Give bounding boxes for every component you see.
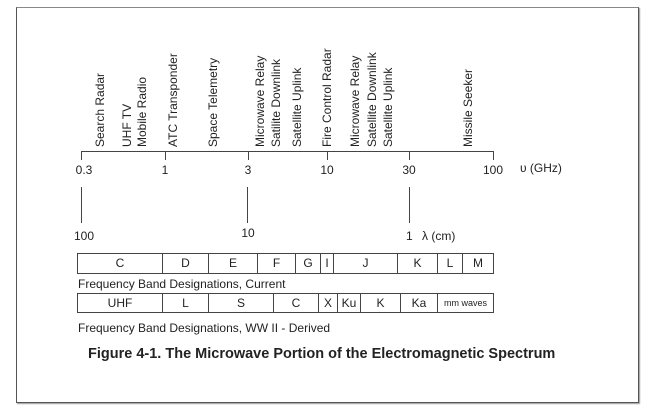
band-cell: F <box>258 254 296 273</box>
wavelength-label: 1 <box>406 229 413 243</box>
band-cell: C <box>78 254 163 273</box>
band-cell: Ka <box>401 294 438 312</box>
band-cell: mm waves <box>443 298 487 308</box>
band-cell: L <box>163 294 209 312</box>
app-label: Satellite Downlink <box>365 52 379 147</box>
band-cell: UHF <box>78 294 163 312</box>
axis-tick <box>248 151 249 160</box>
band-cell: E <box>209 254 258 273</box>
axis-line <box>81 151 494 152</box>
tick-label: 3 <box>244 163 252 177</box>
app-label: Space Telemetry <box>206 57 220 147</box>
wavelength-label: 100 <box>73 229 95 243</box>
app-label: Fire Control Radar <box>320 48 334 147</box>
figure-title: Figure 4-1. The Microwave Portion of the… <box>88 346 556 362</box>
app-label: Satilite Downlink <box>269 58 283 147</box>
band-cell: Ku <box>338 294 361 312</box>
app-label: Satellite Uplink <box>290 67 304 147</box>
band-cell: D <box>163 254 209 273</box>
app-label: UHF TV <box>120 103 134 147</box>
frequency-unit: υ (GHz) <box>520 161 562 175</box>
app-label: Missile Seeker <box>461 68 475 147</box>
band-cell: M <box>473 256 483 270</box>
figure-frame <box>16 7 639 403</box>
tick-label: 1 <box>161 163 169 177</box>
wavelength-marker <box>247 187 248 223</box>
axis-tick <box>327 151 328 160</box>
band-cell: L <box>438 254 463 273</box>
app-label: Satellite Uplink <box>381 67 395 147</box>
axis-tick <box>81 151 82 160</box>
tick-label: 0.3 <box>75 163 93 177</box>
band-cell: J <box>334 254 398 273</box>
tick-label: 10 <box>320 163 334 177</box>
band-cell: K <box>361 294 401 312</box>
band-cell: K <box>398 254 438 273</box>
tick-label: 100 <box>482 163 504 177</box>
band-cell: S <box>209 294 274 312</box>
axis-tick <box>165 151 166 160</box>
band-cell: X <box>319 294 338 312</box>
app-label: Search Radar <box>93 72 107 147</box>
app-label: Microwave Relay <box>348 55 362 147</box>
ww2-band-caption: Frequency Band Designations, WW II - Der… <box>78 321 331 335</box>
axis-tick <box>493 151 494 160</box>
axis-tick <box>409 151 410 160</box>
band-cell: C <box>274 294 319 312</box>
band-cell: G <box>296 254 321 273</box>
app-label: Microwave Relay <box>253 55 267 147</box>
ww2-band-row: UHF L S C X Ku K Ka mm waves <box>77 293 494 313</box>
wavelength-label: 10 <box>241 226 255 240</box>
wavelength-marker <box>409 187 410 223</box>
wavelength-unit: λ (cm) <box>422 229 456 243</box>
band-cell: I <box>321 254 334 273</box>
app-label: Mobile Radio <box>135 76 149 147</box>
wavelength-marker <box>81 187 82 223</box>
tick-label: 30 <box>402 163 416 177</box>
current-band-row: C D E F G I J K L M <box>77 253 494 274</box>
current-band-caption: Frequency Band Designations, Current <box>78 277 286 291</box>
app-label: ATC Transponder <box>166 53 180 147</box>
